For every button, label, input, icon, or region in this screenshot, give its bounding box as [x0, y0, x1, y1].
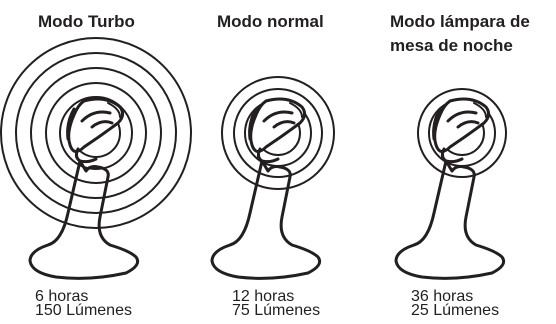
- mode-title-line: Modo Turbo: [38, 12, 135, 31]
- mode-title-turbo: Modo Turbo: [38, 10, 135, 34]
- mode-spec-night: 36 horas 25 Lúmenes: [411, 288, 500, 319]
- headlamp-icon: [28, 97, 140, 280]
- mode-title-night: Modo lámpara de mesa de noche: [390, 10, 530, 58]
- mode-spec-turbo: 6 horas 150 Lúmenes: [35, 288, 132, 319]
- mode-title-line: mesa de noche: [390, 36, 513, 55]
- night-mode-illustration: [394, 88, 507, 280]
- mode-title-line: Modo normal: [217, 12, 324, 31]
- mode-title-normal: Modo normal: [217, 10, 324, 34]
- mode-title-line: Modo lámpara de: [390, 12, 530, 31]
- mode-brightness: 75 Lúmenes: [232, 302, 321, 319]
- headlamp-icon: [394, 97, 506, 280]
- mode-brightness: 150 Lúmenes: [35, 302, 132, 319]
- mode-spec-normal: 12 horas 75 Lúmenes: [232, 288, 321, 319]
- mode-duration: 36 horas: [411, 288, 474, 305]
- normal-mode-illustration: [210, 76, 335, 280]
- headlamp-icon: [210, 97, 322, 280]
- mode-brightness: 25 Lúmenes: [411, 302, 500, 319]
- mode-duration: 12 horas: [232, 288, 295, 305]
- turbo-mode-illustration: [0, 37, 192, 280]
- mode-duration: 6 horas: [35, 288, 89, 305]
